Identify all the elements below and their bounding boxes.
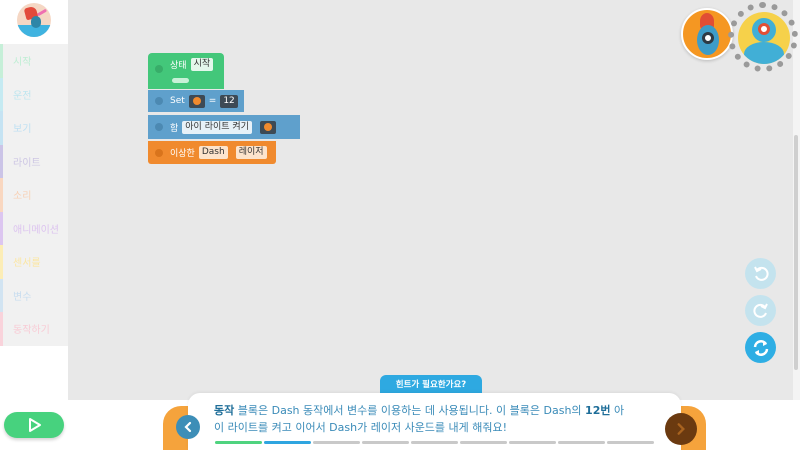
- hint-line1: 블록은 Dash 동작에서 변수를 이용하는 데 사용됩니다. 이 블록은 Da…: [234, 404, 586, 417]
- sound-block-label: 이상한: [170, 149, 195, 159]
- sidebar-category-3[interactable]: 라이트: [0, 144, 68, 178]
- hint-bold-number: 12번: [585, 404, 611, 417]
- color-variable-slot[interactable]: [188, 94, 205, 108]
- progress-segment: [215, 441, 262, 444]
- block-dot: [155, 97, 163, 105]
- set-block-label: Set: [170, 96, 185, 106]
- undo-button[interactable]: [745, 258, 776, 289]
- hint-card: [188, 393, 681, 450]
- sidebar-category-label: 동작하기: [13, 325, 50, 337]
- start-block-label: 상태: [170, 61, 187, 71]
- sidebar-category-label: 시작: [13, 57, 32, 69]
- next-hint-button[interactable]: [665, 413, 697, 445]
- sidebar-category-label: 보기: [13, 124, 32, 136]
- sidebar-category-2[interactable]: 보기: [0, 111, 68, 145]
- color-swatch-icon: [192, 97, 201, 105]
- start-block[interactable]: 상태 시작: [148, 53, 224, 89]
- progress-segment: [509, 441, 556, 444]
- reset-button[interactable]: [745, 332, 776, 363]
- set-variable-block[interactable]: Set = 12: [148, 90, 244, 112]
- sidebar-category-4[interactable]: 소리: [0, 178, 68, 212]
- play-icon: [29, 418, 41, 432]
- sound-block-sound[interactable]: 레이저: [235, 146, 267, 159]
- sidebar-category-7[interactable]: 변수: [0, 278, 68, 312]
- sound-block-robot[interactable]: Dash: [198, 146, 228, 159]
- hint-bold-term: 동작: [214, 404, 235, 417]
- diver-avatar-icon[interactable]: [17, 3, 51, 37]
- chevron-left-icon: [184, 421, 192, 433]
- progress-segment: [362, 441, 409, 444]
- hint-line1-tail: 아: [610, 404, 625, 417]
- run-button[interactable]: [4, 412, 64, 438]
- canvas-scrollbar-thumb[interactable]: [794, 135, 798, 370]
- block-dot: [155, 123, 163, 131]
- hint-progress: [215, 441, 654, 444]
- sidebar-category-6[interactable]: 센서를: [0, 245, 68, 279]
- sidebar-category-label: 변수: [13, 291, 32, 303]
- sidebar-category-label: 애니메이션: [13, 224, 59, 236]
- sidebar-category-label: 센서를: [13, 258, 41, 270]
- sidebar-category-5[interactable]: 애니메이션: [0, 211, 68, 245]
- set-operator: =: [208, 96, 217, 106]
- robot-connection-ring: [728, 2, 798, 72]
- sidebar-category-label: 소리: [13, 191, 32, 203]
- redo-button[interactable]: [745, 295, 776, 326]
- reset-icon: [753, 339, 768, 356]
- light-block-label: 함: [170, 123, 179, 134]
- sidebar-category-label: 라이트: [13, 157, 41, 169]
- undo-icon: [753, 266, 769, 281]
- cue-robot-avatar-icon[interactable]: [681, 8, 733, 60]
- progress-segment: [607, 441, 654, 444]
- progress-segment: [558, 441, 605, 444]
- sidebar-category-1[interactable]: 운전: [0, 77, 68, 111]
- progress-segment: [460, 441, 507, 444]
- light-block-value[interactable]: 아이 라이트 켜기: [182, 120, 252, 134]
- hint-text: 동작 블록은 Dash 동작에서 변수를 이용하는 데 사용됩니다. 이 블록은…: [214, 402, 684, 436]
- light-block[interactable]: 함 아이 라이트 켜기: [148, 115, 300, 139]
- block-dot: [155, 148, 163, 157]
- start-block-bar: [172, 78, 189, 83]
- sidebar-category-0[interactable]: 시작: [0, 44, 68, 78]
- sound-block[interactable]: 이상한 Dash 레이저: [148, 141, 276, 164]
- redo-icon: [752, 303, 768, 318]
- set-value-slot[interactable]: 12: [220, 94, 238, 108]
- progress-segment: [313, 441, 360, 444]
- sidebar-category-8[interactable]: 동작하기: [0, 312, 68, 346]
- color-swatch-icon: [263, 123, 272, 131]
- hint-line2: 이 라이트를 켜고 이어서 Dash가 레이저 사운드를 내게 해줘요!: [214, 421, 508, 434]
- sidebar-category-label: 운전: [13, 90, 32, 102]
- start-block-value[interactable]: 시작: [190, 58, 214, 71]
- need-hint-button[interactable]: 힌트가 필요한가요?: [380, 375, 482, 393]
- dash-robot-avatar-icon[interactable]: [738, 12, 790, 64]
- block-dot: [155, 65, 163, 73]
- previous-hint-button[interactable]: [176, 415, 200, 439]
- progress-segment: [411, 441, 458, 444]
- light-color-slot[interactable]: [259, 120, 276, 134]
- chevron-right-icon: [677, 423, 685, 435]
- progress-segment: [264, 441, 311, 444]
